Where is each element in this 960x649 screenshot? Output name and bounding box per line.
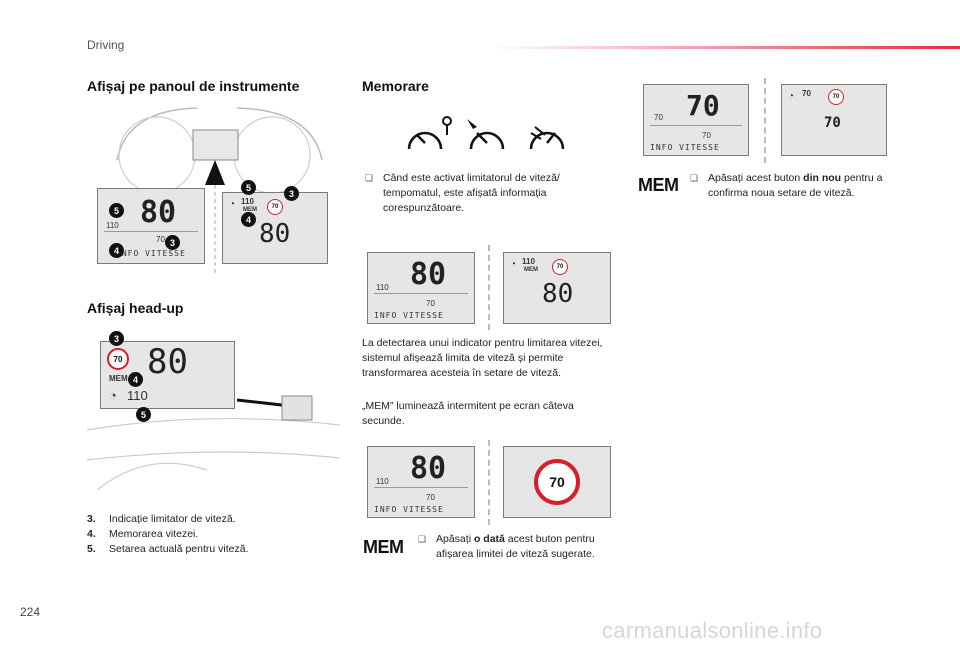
heading-memorare: Memorare [362, 78, 429, 94]
memory-speed-small: 70 [426, 493, 435, 502]
big-speed-readout: 80 [410, 257, 447, 292]
memory-speed-small: 70 [702, 131, 711, 140]
mem-button-label: MEM [363, 537, 404, 557]
badge-5: 5 [136, 407, 151, 422]
badge-4: 4 [128, 372, 143, 387]
cruise-control-icon [467, 119, 505, 150]
limit-sign-large: 70 [534, 459, 580, 505]
speed-limiter-icon [407, 116, 452, 150]
heading-instrument-panel: Afișaj pe panoul de instrumente [87, 78, 300, 94]
dashed-separator [488, 245, 490, 330]
display-divider [374, 487, 468, 488]
checkbox-bullet-icon: ❏ [418, 534, 427, 544]
set-speed-small: 110 [241, 197, 254, 206]
badge-4: 4 [241, 212, 256, 227]
badge-3: 3 [165, 235, 180, 250]
memory-speed-small: 70 [426, 299, 435, 308]
set-speed-small: 110 [376, 477, 389, 486]
head-up-illustration [86, 330, 341, 500]
paragraph-mem-blink: „MEM” luminează intermitent pe ecran cât… [362, 400, 574, 427]
legend-item: 4.Memorarea vitezei. [87, 528, 199, 540]
set-speed: 110 [127, 388, 148, 403]
section-label: Driving [87, 38, 125, 52]
info-text: INFO VITESSE [374, 505, 444, 514]
set-speed-small: 110 [522, 257, 535, 266]
info-text: INFO VITESSE [116, 249, 186, 258]
adaptive-cruise-icon [529, 126, 565, 150]
speedometer-icon: ◔ [229, 199, 236, 210]
speedometer-icon: ◔ [788, 91, 795, 102]
page-number: 224 [20, 605, 41, 619]
legend-item: 3.Indicație limitator de viteză. [87, 513, 236, 525]
memory-speed-readout: 70 [686, 89, 720, 122]
big-speed-readout: 80 [542, 279, 574, 309]
checkbox-bullet-icon: ❏ [365, 173, 374, 183]
speedometer-icon: ◔ [510, 259, 517, 270]
display-divider [650, 125, 742, 126]
cluster-display-memo-4: 70 [503, 446, 611, 518]
memory-speed-small: 70 [654, 113, 663, 122]
head-up-display: 70 80 MEM ◔ 110 [100, 341, 235, 409]
speedometer-icon: ◔ [109, 388, 117, 403]
mem-tag: MEM [243, 207, 257, 213]
limit-sign-small: 70 [828, 89, 844, 105]
badge-4: 4 [109, 243, 124, 258]
windshield-outline-drawing [86, 395, 341, 491]
info-text: INFO VITESSE [650, 143, 720, 152]
cluster-display-memo-2: ◔ 110 MEM 70 80 [503, 252, 611, 324]
cluster-display-confirm-1: 70 70 70 INFO VITESSE [643, 84, 749, 156]
big-speed-readout: 80 [140, 195, 177, 230]
big-speed-readout: 80 [259, 219, 291, 249]
mem-tag: MEM [109, 374, 128, 383]
dashed-separator [488, 440, 490, 525]
big-speed-readout: 80 [147, 342, 188, 382]
display-divider [104, 231, 198, 232]
cluster-display-memo-3: 80 110 70 INFO VITESSE [367, 446, 475, 518]
cluster-display-right: ◔ 110 MEM 70 80 [222, 192, 328, 264]
speedometer-icons-row [407, 116, 565, 150]
set-speed-small: 110 [376, 283, 389, 292]
memory-speed-small: 70 [156, 235, 165, 244]
header-accent-bar [490, 46, 960, 49]
set-speed-small: 70 [802, 89, 811, 98]
cluster-display-left: 80 110 70 INFO VITESSE [97, 188, 205, 264]
dashed-separator [764, 78, 766, 163]
checkbox-bullet-icon: ❏ [690, 173, 699, 183]
badge-5: 5 [109, 203, 124, 218]
watermark: carmanualsonline.info [602, 618, 823, 643]
limit-sign-small: 70 [552, 259, 568, 275]
confirmed-speed: 70 [824, 115, 841, 131]
cluster-display-confirm-2: ◔ 70 70 70 [781, 84, 887, 156]
legend-item: 5.Setarea actuală pentru viteză. [87, 543, 249, 555]
badge-3: 3 [284, 186, 299, 201]
display-divider [374, 293, 468, 294]
info-text: INFO VITESSE [374, 311, 444, 320]
set-speed-small: 110 [106, 221, 119, 230]
cluster-display-memo-1: 80 110 70 INFO VITESSE [367, 252, 475, 324]
limit-sign: 70 [107, 348, 129, 370]
badge-5: 5 [241, 180, 256, 195]
mem-button-label: MEM [638, 175, 679, 195]
badge-3: 3 [109, 331, 124, 346]
limit-sign-small: 70 [267, 199, 283, 215]
paragraph-detection: La detectarea unui indicator pentru limi… [362, 337, 603, 379]
mem-tag: MEM [524, 267, 538, 273]
heading-head-up: Afișaj head-up [87, 300, 184, 316]
big-speed-readout: 80 [410, 451, 447, 486]
